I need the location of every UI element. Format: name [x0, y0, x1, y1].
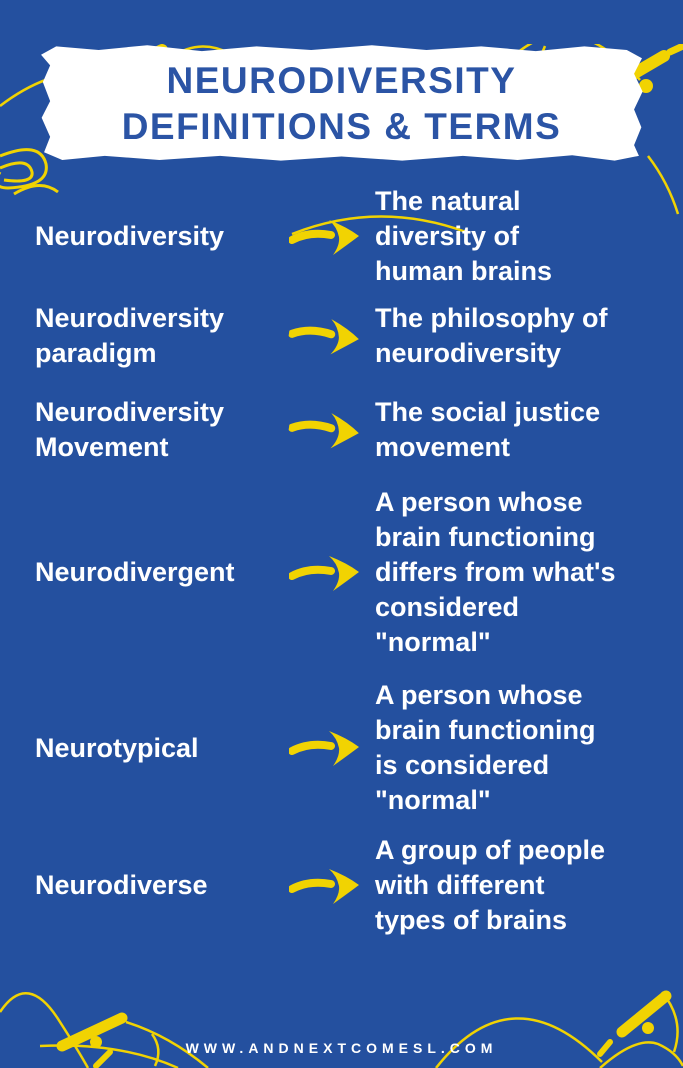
- definition-text: The philosophy of neurodiversity: [375, 301, 669, 371]
- definition-text: The social justice movement: [375, 395, 669, 465]
- definition-line: "normal": [375, 627, 491, 657]
- definition-line: A person whose: [375, 487, 583, 517]
- definition-line: diversity of: [375, 221, 520, 251]
- term-label: Neurodiversity paradigm: [35, 301, 283, 371]
- definition-line: movement: [375, 432, 511, 462]
- definition-line: human brains: [375, 256, 553, 286]
- footer: WWW.ANDNEXTCOMESL.COM: [0, 1040, 683, 1056]
- arrow-right-icon: [283, 215, 375, 259]
- definition-line: The social justice: [375, 397, 601, 427]
- website-text: WWW.ANDNEXTCOMESL.COM: [185, 1040, 498, 1056]
- term-label: Neurodiversity Movement: [35, 395, 283, 465]
- definition-line: considered: [375, 592, 520, 622]
- term-line: Neurodiversity: [35, 221, 225, 251]
- term-line: paradigm: [35, 338, 157, 368]
- definition-line: A person whose: [375, 680, 583, 710]
- definition-line: The philosophy of: [375, 303, 608, 333]
- arc-doodle: [0, 992, 90, 1068]
- title-line-1: NEURODIVERSITY: [166, 59, 517, 101]
- arrow-right-icon: [283, 314, 375, 358]
- definition-line: brain functioning: [375, 715, 596, 745]
- definitions-list: Neurodiversity The natural diversity of …: [0, 184, 683, 938]
- term-line: Neurodiversity: [35, 397, 225, 427]
- definition-text: A group of people with different types o…: [375, 833, 669, 938]
- arrow-right-icon: [283, 408, 375, 452]
- definition-row-neurodiverse: Neurodiverse A group of people with diff…: [35, 833, 669, 938]
- definition-line: differs from what's: [375, 557, 616, 587]
- definition-row-neurotypical: Neurotypical A person whose brain functi…: [35, 678, 669, 818]
- definition-line: is considered: [375, 750, 550, 780]
- definition-line: brain functioning: [375, 522, 596, 552]
- definition-row-neurodiversity-movement: Neurodiversity Movement The social justi…: [35, 395, 669, 465]
- term-line: Neurodivergent: [35, 557, 235, 587]
- term-line: Neurodiverse: [35, 870, 208, 900]
- definition-line: "normal": [375, 785, 491, 815]
- arrow-right-icon: [283, 864, 375, 908]
- arrow-right-icon: [283, 726, 375, 770]
- term-label: Neurodiversity: [35, 219, 283, 254]
- definition-line: A group of people: [375, 835, 605, 865]
- term-line: Neurotypical: [35, 732, 199, 763]
- title-banner: NEURODIVERSITY DEFINITIONS & TERMS: [41, 45, 643, 161]
- definition-row-neurodivergent: Neurodivergent A person whose brain func…: [35, 485, 669, 660]
- term-label: Neurodiverse: [35, 868, 283, 903]
- arrow-right-icon: [283, 551, 375, 595]
- term-label: Neurodivergent: [35, 555, 283, 590]
- term-line: Neurodiversity: [35, 303, 225, 333]
- definition-line: types of brains: [375, 905, 568, 935]
- infographic-poster: NEURODIVERSITY DEFINITIONS & TERMS Neuro…: [0, 44, 683, 1068]
- term-label: Neurotypical: [35, 731, 283, 766]
- definition-row-neurodiversity-paradigm: Neurodiversity paradigm The philosophy o…: [35, 301, 669, 371]
- definition-row-neurodiversity: Neurodiversity The natural diversity of …: [35, 184, 669, 289]
- definition-text: A person whose brain functioning is cons…: [375, 678, 669, 818]
- page-title: NEURODIVERSITY DEFINITIONS & TERMS: [122, 58, 562, 150]
- definition-line: The natural: [375, 186, 521, 216]
- definition-text: The natural diversity of human brains: [375, 184, 669, 289]
- definition-line: neurodiversity: [375, 338, 562, 368]
- term-line: Movement: [35, 432, 169, 462]
- definition-line: with different: [375, 870, 545, 900]
- title-line-2: DEFINITIONS & TERMS: [121, 105, 562, 147]
- definition-text: A person whose brain functioning differs…: [375, 485, 669, 660]
